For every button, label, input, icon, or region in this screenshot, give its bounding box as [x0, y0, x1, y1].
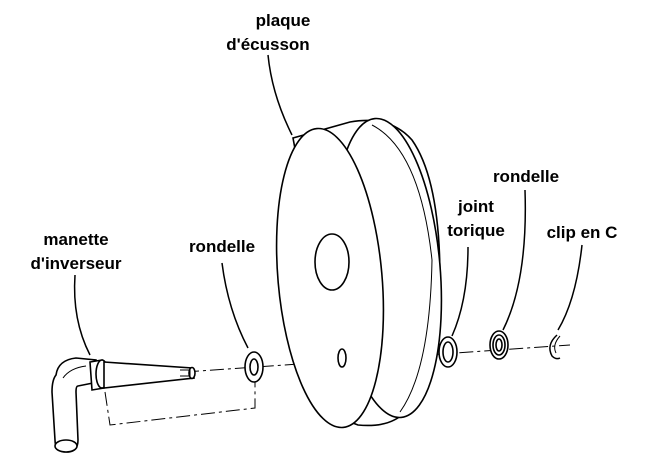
leader-o-ring [451, 246, 469, 337]
washer-left [244, 351, 264, 383]
leader-escutcheon [267, 54, 293, 136]
escutcheon-screw-hole [337, 348, 347, 368]
escutcheon-plate [275, 117, 443, 429]
label-o-ring-line1: joint [457, 197, 494, 216]
leader-washer-right [502, 189, 527, 331]
diverter-handle [51, 357, 196, 453]
label-washer-right: rondelle [493, 167, 559, 186]
label-clip: clip en C [547, 223, 618, 242]
leader-clip [557, 244, 583, 331]
label-escutcheon-line2: d'écusson [226, 35, 309, 54]
label-washer-left: rondelle [189, 237, 255, 256]
leader-washer-left [221, 262, 249, 349]
c-clip [549, 334, 561, 360]
label-handle-line2: d'inverseur [31, 254, 122, 273]
label-handle-line1: manette [43, 230, 108, 249]
label-o-ring-line2: torique [447, 221, 505, 240]
handle-offset-line [104, 382, 256, 426]
label-escutcheon-line1: plaque [256, 11, 311, 30]
escutcheon-hole [314, 233, 350, 291]
washer-right [489, 330, 509, 360]
o-ring [438, 336, 458, 368]
leader-handle [73, 274, 91, 356]
